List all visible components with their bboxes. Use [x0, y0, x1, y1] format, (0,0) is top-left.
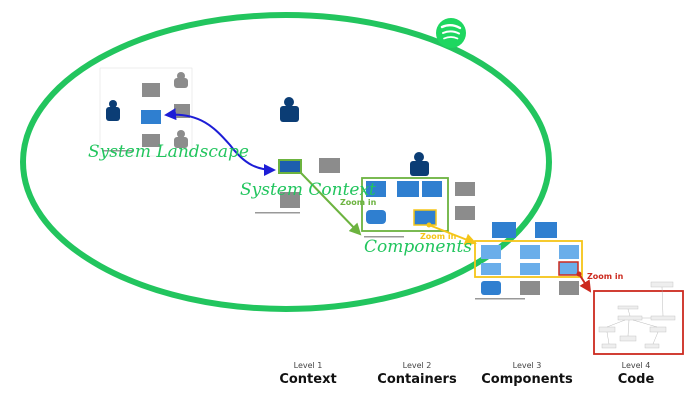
level-name: Containers: [377, 372, 457, 387]
code-diagram: [593, 281, 684, 355]
components-diagram: [474, 222, 583, 300]
level-1-caption: Level 1 Context: [253, 361, 363, 387]
zoom-arrow-red: [578, 273, 592, 293]
person-icon: [106, 100, 120, 121]
level-name: Components: [481, 372, 573, 387]
spotify-logo-icon: [436, 18, 466, 48]
person-icon: [410, 152, 429, 176]
level-name: Code: [617, 372, 655, 387]
level-3-caption: Level 3 Components: [472, 361, 582, 387]
scope-ellipse: [20, 12, 552, 312]
label-system-landscape: System Landscape: [88, 142, 249, 162]
zoom-in-label-yellow: Zoom in: [420, 232, 457, 241]
level-4-caption: Level 4 Code: [581, 361, 691, 387]
containers-diagram: [361, 152, 475, 238]
level-number: Level 3: [512, 361, 542, 370]
zoom-in-label-green: Zoom in: [340, 198, 377, 207]
zoom-arrow-green: [300, 172, 362, 236]
level-number: Level 4: [621, 361, 651, 370]
zoom-arrow-yellow: [428, 224, 477, 245]
level-2-caption: Level 2 Containers: [362, 361, 472, 387]
level-number: Level 1: [293, 361, 323, 370]
level-number: Level 2: [402, 361, 432, 370]
blue-link-arrow: [164, 108, 276, 176]
context-diagram: [255, 97, 340, 214]
label-system-context: System Context: [240, 180, 376, 200]
label-components: Components: [364, 237, 472, 257]
person-icon: [280, 97, 299, 122]
level-name: Context: [279, 372, 337, 387]
zoom-in-label-red: Zoom in: [587, 272, 624, 281]
